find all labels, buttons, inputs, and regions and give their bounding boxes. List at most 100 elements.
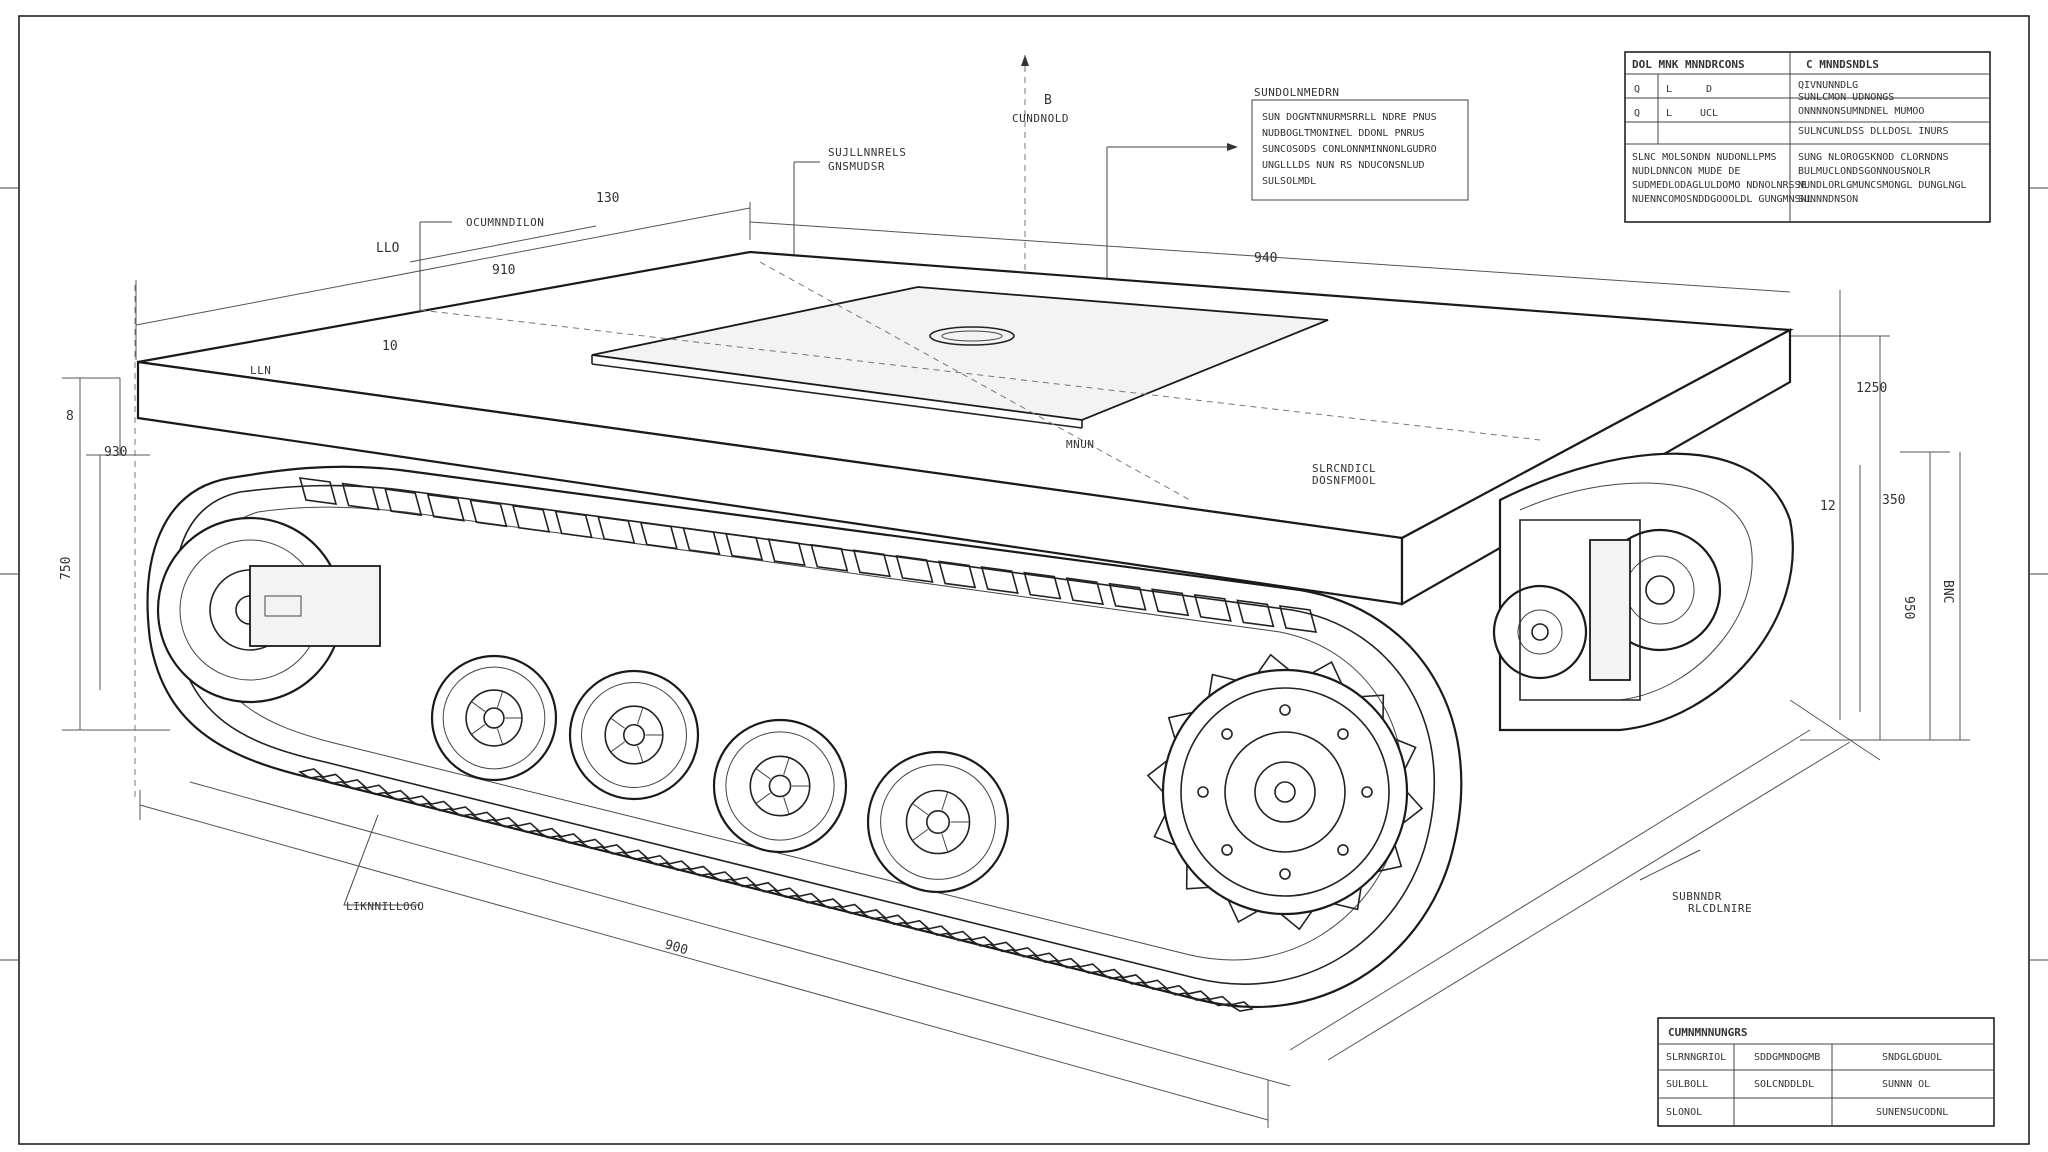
callout-right-plate: SLRCNDICL (1312, 462, 1376, 475)
sprocket-bolt (1221, 728, 1233, 740)
dim-bottom-length: 900 (663, 937, 690, 958)
title-block-bottom-cell: SLRNNGRIOL (1666, 1052, 1726, 1063)
note-line: UNGLLLDS NUN RS NDUCONSNLUD (1262, 160, 1425, 171)
title-block-note: NUDLDNNCON MUDE DE (1632, 166, 1740, 177)
sprocket-tooth (1208, 673, 1237, 697)
dim-top-width: 910 (492, 263, 515, 278)
sprocket-tooth (1377, 844, 1403, 873)
track-tread-lug (816, 898, 843, 909)
track-cleat (1236, 599, 1275, 628)
track-tread-lug (600, 843, 627, 855)
title-block-bottom-cell: SULBOLL (1666, 1079, 1708, 1090)
track-tread-lug (405, 795, 432, 806)
track-tread-lug (1011, 946, 1038, 958)
callout-left-edge: LLN (250, 364, 271, 377)
sprocket-bolt (1279, 704, 1291, 716)
sprocket-tooth (1280, 910, 1313, 931)
track-tread-lug (881, 914, 908, 926)
dim-left-h3: 750 (59, 557, 74, 580)
sprocket-bolt (1279, 868, 1291, 880)
track-tread-lug (1227, 1001, 1254, 1012)
sprocket-bolt (1197, 786, 1209, 798)
note-box-title: SUNDOLNMEDRN (1254, 86, 1339, 99)
track-cleat (852, 549, 892, 578)
track-tread-lug (1184, 990, 1211, 1001)
title-block-cell: Q (1634, 84, 1640, 95)
dimension-text: 130 LLO 910 940 B 10 8 930 750 1250 12 3… (59, 93, 1955, 958)
dim-top-center-small: B (1044, 93, 1052, 108)
track-treads (297, 768, 1254, 1012)
title-block-note: SLNC MOLSONDN NUDONLLPMS (1632, 152, 1777, 163)
track-tread-lug (535, 827, 562, 839)
track-cleat (895, 554, 934, 583)
title-block-bottom-cell: SDDGMNDOGMB (1754, 1052, 1820, 1063)
sprocket-tooth (1167, 711, 1193, 740)
note-line: SUNCOSODS CONLONNMINNONLGUDRO (1262, 144, 1437, 155)
track-cleat (426, 493, 465, 522)
track-tread-lug (449, 806, 476, 817)
track-cleat (938, 560, 977, 589)
callout-bottom-left: LIKNNILLOGO (346, 900, 424, 913)
track-cleat (724, 532, 764, 561)
track-tread-lug (297, 768, 324, 779)
dim-right-h3: 350 (1882, 493, 1905, 508)
track-cleat (341, 482, 380, 511)
track-cleat (469, 499, 508, 528)
track-cleat (767, 538, 806, 567)
dim-right-h4: 950 (1901, 596, 1916, 619)
arrow-right-icon (1227, 143, 1238, 151)
note-line: SULSOLMDL (1262, 176, 1316, 187)
road-wheels (430, 654, 1010, 894)
track-cleat (1065, 577, 1105, 606)
road-wheel (568, 669, 700, 801)
track-tread-lug (708, 871, 735, 882)
front-idler-wheel (156, 516, 381, 704)
sheet-border (18, 15, 2030, 1145)
sprocket-bolt (1361, 786, 1373, 798)
title-block-note: SUNNNDNSON (1798, 194, 1858, 205)
title-block-note: NUNDLORLGMUNCSMONGL DUNGLNGL (1798, 180, 1967, 191)
dim-right-h1: 1250 (1856, 381, 1887, 396)
title-block-cell: SULNCUNLDSS DLLDOSL INURS (1798, 126, 1949, 137)
dim-top-depth: 940 (1254, 251, 1277, 266)
track-tread-lug (989, 941, 1016, 953)
track-tread-lug (838, 903, 865, 915)
title-block-cell: Q (1634, 108, 1640, 119)
track-tread-lug (579, 838, 605, 850)
note-box: SUNDOLNMEDRN SUN DOGNTNNURMSRRLL NDRE PN… (1251, 86, 1469, 201)
track-tread-lug (1033, 952, 1060, 964)
registration-marks (0, 187, 2048, 961)
sprocket-bolt (1337, 728, 1349, 740)
track-tread-lug (1054, 957, 1081, 969)
track-tread-lug (925, 925, 952, 936)
track-tread-lug (384, 789, 411, 801)
sprocket-tooth (1146, 760, 1168, 793)
dim-right-h2: 12 (1820, 499, 1836, 514)
track-cleat (639, 521, 678, 550)
track-tread-lug (643, 854, 670, 866)
title-block-note: SUNG NLOROGSKNOD CLORNDNS (1798, 152, 1949, 163)
sprocket-tooth (1311, 660, 1343, 685)
track-cleat (1151, 588, 1190, 617)
callout-mid-plate: MNUN (1066, 438, 1095, 451)
callout-top-center: CUNDNOLD (1012, 112, 1069, 125)
title-block-top: DOL MNK MNNDRCONS C MNNDSNDLS Q L D QIVN… (1624, 51, 1991, 223)
track-tread-lug (622, 849, 649, 861)
track-cleat (1193, 593, 1232, 622)
dim-left-h2: 930 (104, 445, 127, 460)
title-block-note: BULMUCLONDSGONNOUSNOLR (1798, 166, 1931, 177)
callout-bottom-right-sub: RLCDLNIRE (1688, 902, 1752, 915)
sprocket-tooth (1153, 814, 1176, 846)
track-tread-lug (665, 860, 692, 871)
title-block-bottom-cell: SUNENSUCODNL (1876, 1107, 1948, 1118)
title-block-cell: QIVNUNNDLG (1798, 80, 1858, 91)
title-block-bottom-cell: SLONOL (1666, 1107, 1702, 1118)
title-block-bottom: CUMNMNNUNGRS SLRNNGRIOL SDDGMNDOGMB SNDG… (1657, 1017, 1995, 1127)
sprocket-tooth (1394, 738, 1417, 770)
track-tread-lug (860, 909, 887, 920)
dim-left-h1: 8 (66, 409, 74, 424)
track-tread-lug (752, 881, 778, 893)
title-block-bottom-cell: SOLCNDDLDL (1754, 1079, 1814, 1090)
sprocket-bolt (1221, 844, 1233, 856)
